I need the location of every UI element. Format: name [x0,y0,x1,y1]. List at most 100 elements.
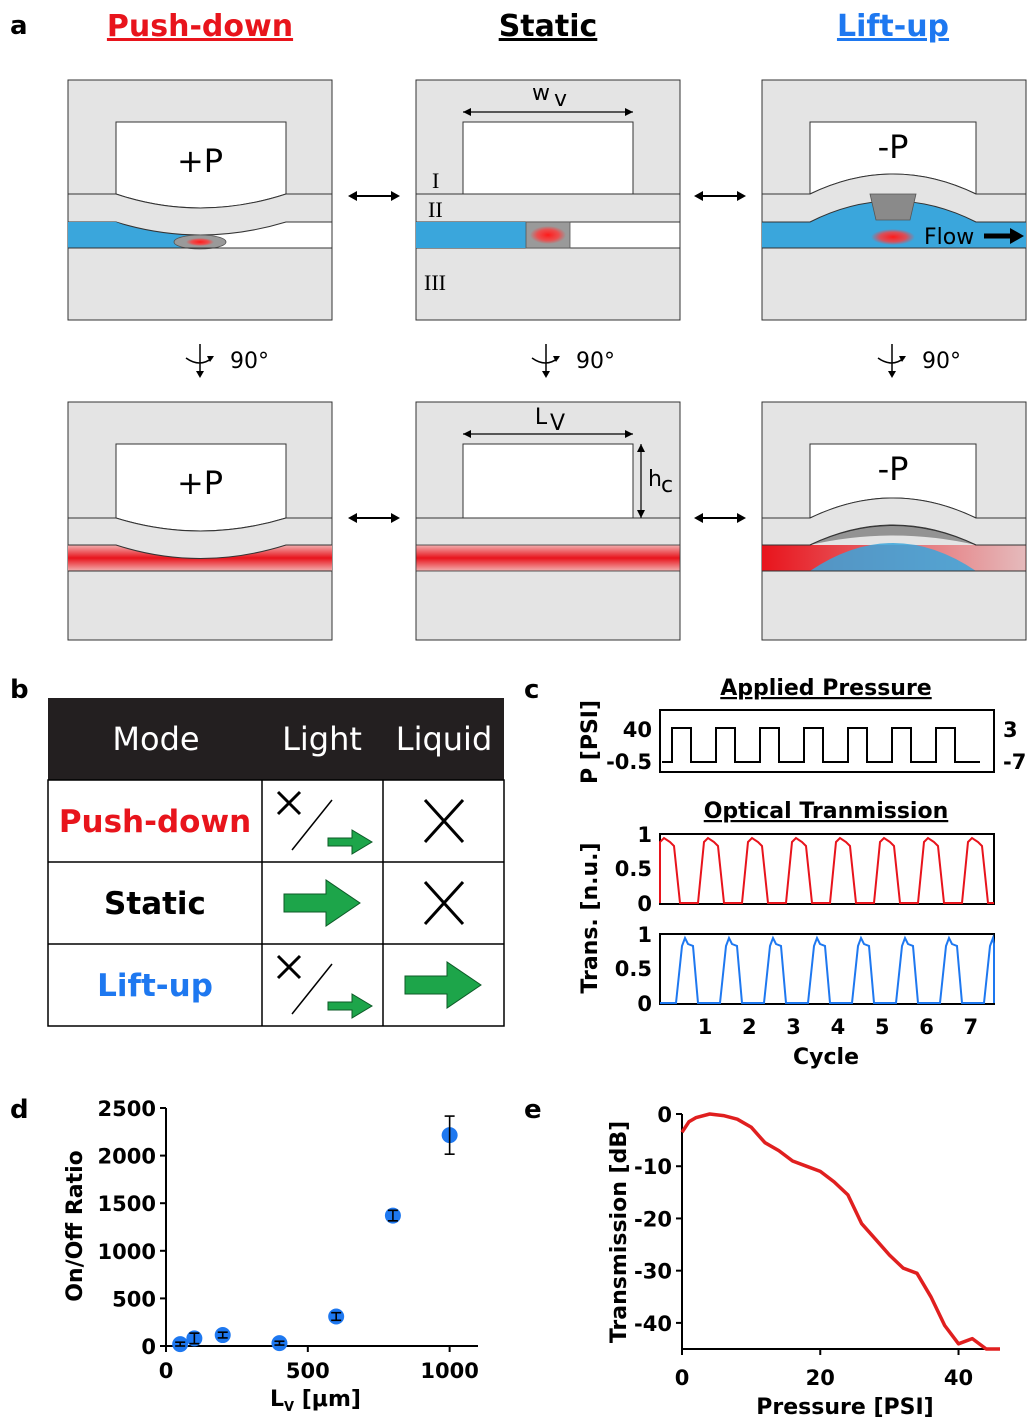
y-tick-label: -10 [634,1155,672,1179]
wv-label: w [532,81,550,106]
cross-or-small-arrow-icon [276,790,373,855]
rotation-label: 90° [576,349,615,374]
panel-e-letter: e [524,1095,542,1125]
arrow-icon [283,879,361,927]
y-tick-label: 2000 [98,1145,156,1169]
y-tick-label: 0 [141,1335,156,1359]
static-cross-section: w v I II III [415,79,681,321]
panel-d-letter: d [10,1095,29,1125]
d-xlabel: LV [μm] [270,1387,361,1415]
optical-transmission-title: Optical Tranmission [704,799,949,824]
cross-icon [423,798,465,844]
pressure-right-tick: 3 [1003,718,1018,742]
trans-ylabel: Trans. [n.u.] [578,842,603,993]
blue-transmission-trace [660,934,995,1004]
cycle-tick-label: 1 [698,1015,713,1039]
rotation-icon [185,344,906,378]
double-arrow-icon [348,513,746,523]
cross-icon [423,880,465,926]
x-tick-label: 0 [159,1359,174,1383]
cycle-tick-label: 3 [786,1015,801,1039]
hc-subscript: c [661,473,673,498]
plus-p-label: +P [177,142,223,180]
trans-tick: 0 [637,892,652,916]
y-tick-label: 2500 [98,1097,156,1121]
rotation-label: 90° [230,349,269,374]
panel-b-letter: b [10,675,29,705]
x-tick-label: 1000 [420,1359,478,1383]
layer-i-label: I [432,168,439,193]
push-down-cross-section: +P [67,79,333,321]
pressure-left-tick: -0.5 [606,750,652,774]
cross-or-small-arrow-icon [276,954,373,1019]
cycle-ticks: 1 2 3 4 5 6 7 [698,1015,978,1039]
x-tick-label: 20 [806,1366,835,1390]
push-down-side-view: +P [67,401,333,641]
red-transmission-trace [659,836,994,904]
table-header-liquid: Liquid [396,720,493,758]
applied-pressure-title: Applied Pressure [720,676,931,701]
lift-up-side-view: -P [761,401,1027,641]
static-title: Static [499,9,598,44]
push-down-title: Push-down [107,9,293,44]
flow-arrow-icon [1010,228,1024,244]
y-tick-label: -30 [634,1260,672,1284]
panel-c-letter: c [524,675,539,705]
cycle-tick-label: 7 [963,1015,978,1039]
pressure-left-tick: 40 [623,718,652,742]
x-tick-label: 40 [944,1366,973,1390]
trans-tick: 0 [637,992,652,1016]
d-ylabel: On/Off Ratio [63,1150,88,1302]
hc-label: h [648,467,662,492]
table-row-static: Static [104,886,206,922]
trans-tick: 0.5 [615,957,652,981]
e-xlabel: Pressure [PSI] [756,1395,933,1420]
cycle-tick-label: 4 [831,1015,846,1039]
y-tick-label: 1500 [98,1192,156,1216]
cycle-tick-label: 2 [742,1015,757,1039]
cycle-xlabel: Cycle [793,1045,859,1070]
cycle-tick-label: 5 [875,1015,890,1039]
pressure-ylabel: P [PSI] [578,700,603,784]
table-row-push-down: Push-down [59,804,251,840]
flow-label: Flow [924,225,974,250]
y-tick-label: -20 [634,1207,672,1231]
trans-tick: 0.5 [615,857,652,881]
transmission-vs-pressure-chart: 0 -10 -20 -30 -40 0 20 40 [634,1103,1000,1390]
y-tick-label: 500 [112,1287,156,1311]
lv-label: L [535,405,548,430]
y-tick-label: 1000 [98,1240,156,1264]
trans-tick: 1 [637,823,652,847]
lv-subscript: V [550,411,565,436]
rotation-label: 90° [922,349,961,374]
panel-a-letter: a [10,11,28,41]
table-header-mode: Mode [112,720,199,758]
x-tick-label: 500 [286,1359,330,1383]
trans-tick: 1 [637,923,652,947]
pressure-square-wave [662,727,980,763]
table-header-light: Light [282,720,362,758]
lift-up-title: Lift-up [837,9,949,44]
arrow-icon [404,961,482,1009]
transmission-line [680,1112,1000,1351]
x-tick-label: 0 [675,1366,690,1390]
y-tick-label: -40 [634,1312,672,1336]
pressure-plot-frame [659,709,995,773]
cycle-tick-label: 6 [919,1015,934,1039]
pressure-right-tick: -7 [1003,750,1026,774]
wv-subscript: v [554,87,567,112]
e-ylabel: Transmission [dB] [607,1121,632,1343]
layer-ii-label: II [428,197,443,222]
lift-up-cross-section: -P Flow [761,79,1027,321]
y-tick-label: 0 [657,1103,672,1127]
static-side-view: L V h c [415,401,681,641]
table-row-lift-up: Lift-up [97,968,213,1004]
plus-p-label: +P [177,464,223,502]
mode-table: Mode Light Liquid Push-down Static Lift-… [47,698,505,1027]
layer-iii-label: III [424,270,446,295]
minus-p-label: -P [878,450,909,488]
minus-p-label: -P [878,128,909,166]
on-off-ratio-chart: 0 500 1000 1500 2000 2500 0 500 1000 [98,1097,479,1383]
double-arrow-icon [348,191,746,201]
